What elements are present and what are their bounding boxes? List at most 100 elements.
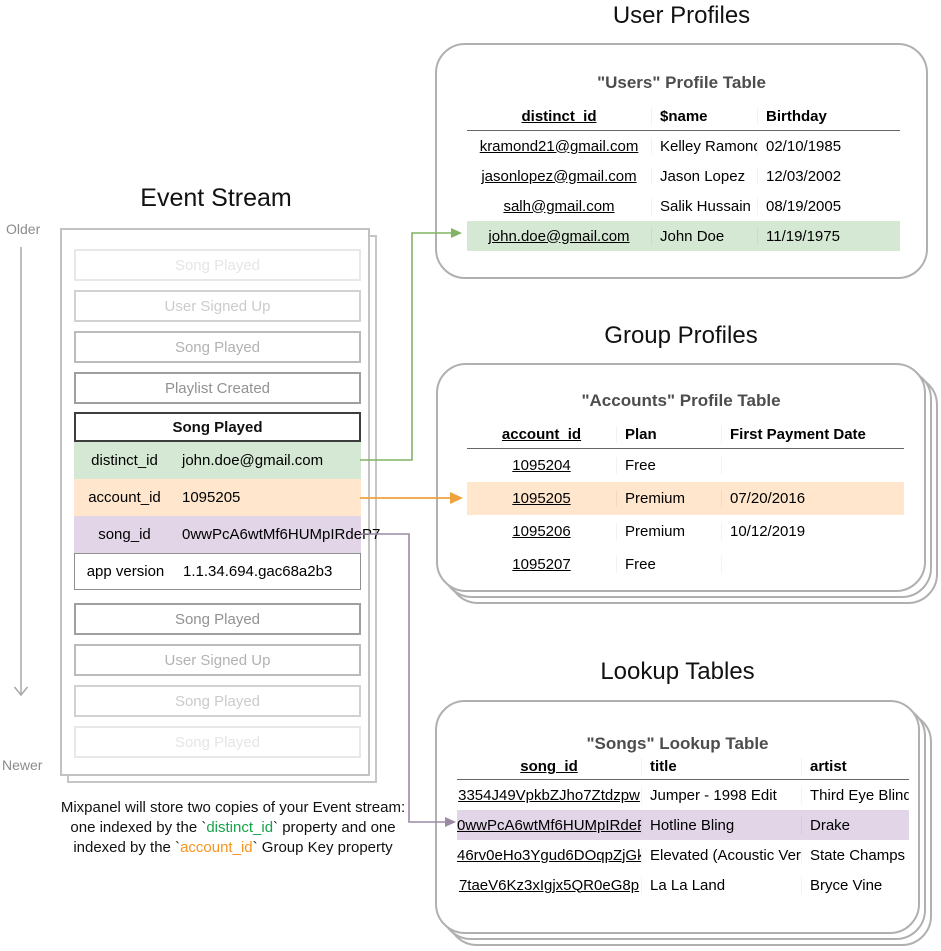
table-cell: 11/19/1975: [766, 227, 840, 245]
distinct-id-keyword: distinct_id: [206, 819, 274, 836]
table-cell: Jumper - 1998 Edit: [642, 786, 802, 804]
table-cell: 02/10/1985: [766, 137, 842, 155]
table-header-row: distinct_id$name Birthday: [467, 102, 900, 130]
table-cell: Jason Lopez: [652, 167, 758, 185]
table-cell: 3354J49VpkbZJho7Ztdzpw: [457, 786, 642, 804]
event-box: Song Played: [74, 249, 361, 281]
table-cell: 08/19/2005: [766, 197, 842, 215]
property-value: 0wwPcA6wtMf6HUMpIRdeP7: [182, 526, 381, 543]
table-cell: 1095205: [467, 490, 617, 507]
property-key: distinct_id: [91, 452, 158, 469]
caption-line-1: Mixpanel will store two copies of your E…: [60, 799, 406, 816]
table-cell: 10/12/2019: [730, 523, 806, 540]
event-stream-title: Event Stream: [140, 184, 292, 212]
header-separator: [467, 130, 900, 131]
event-box: Song Played: [74, 331, 361, 363]
users-table-title: "Users" Profile Table: [597, 73, 766, 92]
table-cell: 0wwPcA6wtMf6HUMpIRdeP7: [457, 816, 642, 834]
table-cell: 1095207: [467, 556, 617, 573]
event-box: User Signed Up: [74, 644, 361, 676]
event-box: Song Played: [74, 603, 361, 635]
expanded-event-name: Song Played: [74, 412, 361, 442]
event-property-row: song_id 0wwPcA6wtMf6HUMpIRdeP7: [74, 516, 380, 553]
header-separator: [467, 448, 904, 449]
caption: Mixpanel will store two copies of your E…: [28, 798, 438, 858]
table-cell: Elevated (Acoustic Version): [642, 846, 802, 864]
table-cell: Third Eye Blind: [810, 786, 909, 804]
table-cell: john.doe@gmail.com: [467, 227, 652, 245]
header-separator: [457, 779, 909, 780]
event-property-row: app version 1.1.34.694.gac68a2b3: [74, 553, 361, 590]
table-cell: Salik Hussain: [652, 197, 758, 215]
account-id-keyword: account_id: [180, 839, 253, 856]
table-cell: Bryce Vine: [810, 876, 883, 894]
table-cell: 07/20/2016: [730, 490, 806, 507]
expanded-event: Song Played distinct_id john.doe@gmail.co…: [74, 412, 380, 590]
column-header: Plan: [617, 426, 722, 443]
group-profiles-title: Group Profiles: [604, 322, 758, 349]
caption-line-3: indexed by the `account_id` Group Key pr…: [73, 839, 393, 856]
table-cell: 1095204: [467, 457, 617, 474]
column-header: Birthday: [766, 107, 827, 125]
caption-line-2: one indexed by the `distinct_id` propert…: [70, 819, 396, 836]
event-property-row: distinct_id john.doe@gmail.com: [74, 442, 361, 479]
table-cell: La La Land: [642, 876, 802, 894]
table-cell: Free: [617, 556, 722, 573]
property-key: app version: [86, 563, 165, 580]
event-box: User Signed Up: [74, 290, 361, 322]
table-cell: Premium: [617, 523, 722, 540]
table-cell: 1095206: [467, 523, 617, 540]
table-cell: John Doe: [652, 227, 758, 245]
timeline-arrow: [13, 247, 29, 697]
lookup-tables-title: Lookup Tables: [600, 658, 755, 685]
expanded-event-properties: distinct_id john.doe@gmail.com account_id 1…: [74, 442, 380, 590]
event-property-row: account_id 1095205: [74, 479, 361, 516]
property-value: 1095205: [182, 489, 241, 506]
column-header: title: [642, 758, 802, 775]
user-profiles-title: User Profiles: [612, 2, 751, 29]
property-value: john.doe@gmail.com: [182, 452, 324, 469]
column-header: song_id: [457, 758, 642, 775]
event-box: Playlist Created: [74, 372, 361, 404]
column-header: First Payment Date: [730, 426, 866, 443]
property-value: 1.1.34.694.gac68a2b3: [183, 563, 333, 580]
table-cell: 12/03/2002: [766, 167, 842, 185]
column-header: account_id: [467, 426, 617, 443]
table-cell: Hotline Bling: [642, 816, 802, 834]
table-cell: 46rv0eHo3Ygud6DOqpZjGk: [457, 846, 642, 864]
property-key: account_id: [88, 489, 161, 506]
property-key: song_id: [98, 526, 151, 543]
table-cell: State Champs: [810, 846, 906, 864]
column-header: distinct_id: [467, 107, 652, 125]
column-header: $name: [652, 107, 758, 125]
table-cell: Free: [617, 457, 722, 474]
newer-label: Newer: [2, 757, 43, 773]
table-cell: Drake: [810, 816, 851, 834]
older-label: Older: [6, 221, 41, 237]
table-cell: jasonlopez@gmail.com: [467, 167, 652, 185]
table-cell: kramond21@gmail.com: [467, 137, 652, 155]
table-cell: Premium: [617, 490, 722, 507]
table-cell: salh@gmail.com: [467, 197, 652, 215]
event-box: Song Played: [74, 726, 361, 758]
table-cell: 7taeV6Kz3xIgjx5QR0eG8p: [457, 876, 642, 894]
